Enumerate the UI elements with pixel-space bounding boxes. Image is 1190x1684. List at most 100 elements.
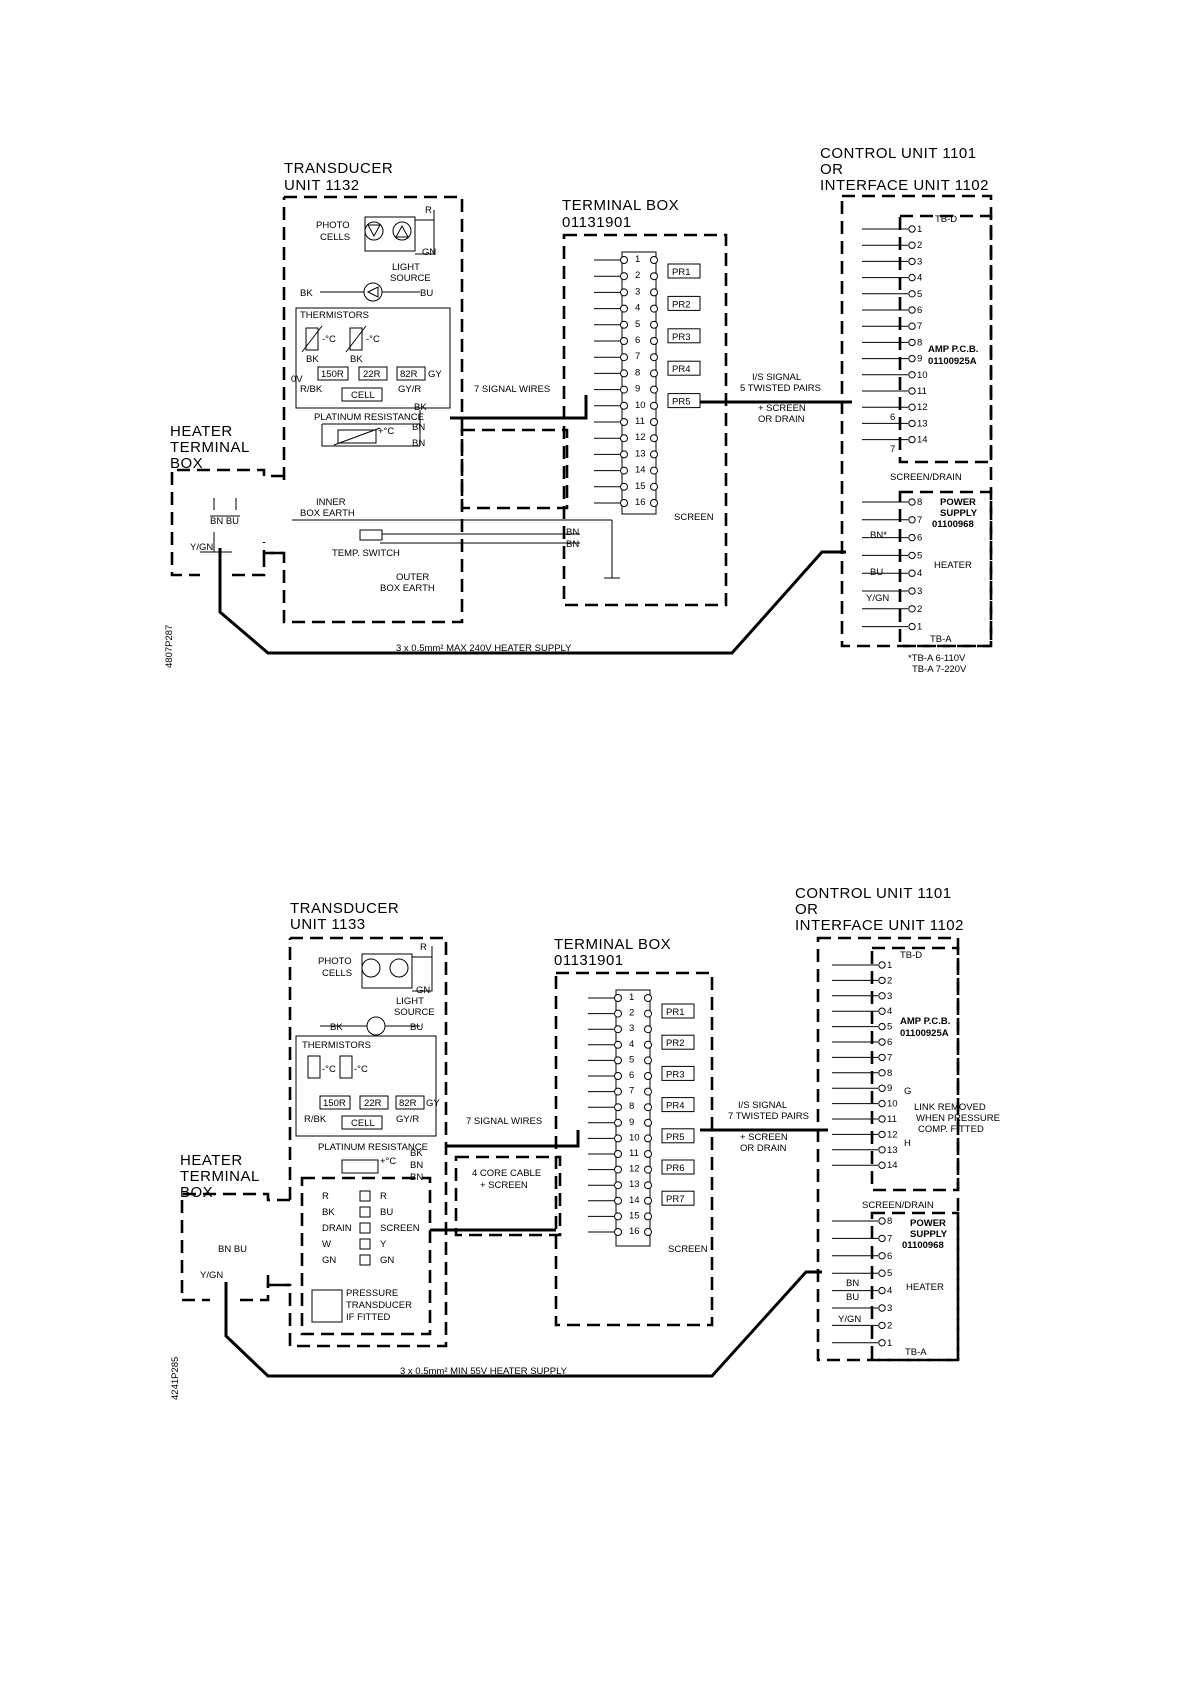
svg-text:GN: GN — [422, 247, 436, 258]
svg-text:BU: BU — [410, 1022, 423, 1033]
tbd-number: 13 — [917, 418, 928, 429]
control-unit-title: INTERFACE UNIT 1102 — [795, 917, 964, 934]
tb1-number: 12 — [635, 432, 646, 443]
tbd-terminal — [878, 1038, 886, 1046]
resistor-82r: 82R — [399, 1098, 417, 1109]
tb2-number: 5 — [629, 1054, 634, 1065]
tb1-number: 1 — [635, 254, 640, 265]
control-unit-title: CONTROL UNIT 1101 — [795, 885, 952, 902]
tb1-number: 14 — [635, 465, 646, 476]
tba-terminal — [878, 1304, 886, 1312]
tb2-terminal — [614, 1040, 622, 1049]
tbd-terminal — [908, 354, 916, 363]
svg-text:BN BU: BN BU — [218, 1244, 247, 1255]
tbd-terminal — [908, 290, 916, 298]
tb1-terminal — [650, 385, 658, 394]
pair-box — [661, 1065, 695, 1081]
screen-label: SCREEN — [668, 1244, 708, 1255]
link-note: WHEN PRESSURE — [916, 1113, 1000, 1124]
tb1-terminal — [620, 434, 628, 443]
tb2-terminal — [614, 1196, 622, 1205]
tbd-terminal — [908, 241, 916, 249]
tb1-terminal — [650, 369, 658, 378]
tbd-terminal — [878, 1115, 886, 1123]
svg-text:BK: BK — [350, 354, 363, 365]
tba-note: *TB-A 6-110V — [908, 653, 966, 664]
photo-cells-label: CELLS — [322, 968, 352, 979]
pair-box — [661, 1128, 695, 1144]
svg-text:BK: BK — [410, 1148, 423, 1159]
tb1-terminal — [650, 304, 658, 313]
is-signal-label: 7 TWISTED PAIRS — [728, 1111, 809, 1122]
tbd-number: 8 — [887, 1068, 892, 1079]
tba-number: 5 — [917, 550, 922, 561]
inner-box — [460, 428, 569, 510]
transducer-enclosure — [262, 195, 464, 624]
tba-terminal — [908, 551, 916, 560]
tb2-terminal — [614, 1165, 622, 1174]
tba-terminal — [908, 622, 916, 631]
tbd-terminal — [878, 976, 886, 985]
tb1-terminal — [620, 385, 628, 394]
tb2-terminal — [644, 1040, 652, 1049]
pair-label: PR1 — [672, 267, 690, 278]
power-supply-label: 01100968 — [902, 1240, 944, 1251]
tbd-number: 4 — [887, 1006, 892, 1017]
terminal-box-enclosure — [554, 971, 714, 1327]
diagram-transducer-1132: TRANSDUCER UNIT 1132 TERMINAL BOX 011319… — [164, 145, 993, 675]
tb2-terminal — [614, 1212, 622, 1221]
tb1-terminal — [650, 499, 658, 507]
tba-terminal — [908, 605, 916, 613]
pt-wire-left: DRAIN — [322, 1223, 352, 1234]
tbd-terminal — [878, 1022, 886, 1031]
cell-label: CELL — [351, 390, 375, 401]
terminal-box-title: 01131901 — [562, 214, 632, 231]
tb2-terminal — [644, 994, 652, 1002]
tba-terminal — [878, 1269, 886, 1277]
svg-text:BK: BK — [306, 354, 319, 365]
svg-text:BU: BU — [870, 567, 883, 578]
tb1-terminal — [650, 450, 658, 459]
screen-label: SCREEN — [674, 512, 714, 523]
tbd-number: 9 — [887, 1083, 892, 1094]
pair-box — [661, 1003, 695, 1019]
tbd-number: 10 — [917, 370, 928, 381]
four-core-box — [454, 1155, 562, 1237]
tb1-terminal — [620, 499, 628, 507]
pt-wire-left: W — [322, 1239, 331, 1250]
is-signal-label: + SCREEN — [740, 1132, 788, 1143]
heater-label: HEATER — [906, 1282, 944, 1293]
tb2-number: 15 — [629, 1210, 640, 1221]
amp-pcb-enclosure — [898, 214, 993, 464]
tba-note: TB-A 7-220V — [912, 664, 967, 675]
tb1-number: 13 — [635, 448, 646, 459]
tbd-number: 6 — [917, 305, 922, 316]
transducer-title: TRANSDUCER — [284, 160, 393, 177]
power-supply-enclosure — [898, 490, 993, 648]
svg-text:0V: 0V — [291, 374, 303, 385]
tb1-number: 8 — [635, 367, 640, 378]
power-supply-enclosure — [870, 1211, 960, 1362]
tba-terminal — [878, 1217, 886, 1225]
tbd-terminal — [878, 961, 886, 969]
is-signal-label: I/S SIGNAL — [738, 1100, 787, 1111]
tb2-number: 7 — [629, 1086, 634, 1097]
light-source-label: LIGHT — [392, 262, 420, 273]
tb2-terminal — [614, 1228, 622, 1236]
tbd-terminal — [908, 419, 916, 428]
tb1-terminal — [620, 482, 628, 491]
heater-supply-label: 3 x 0.5mm² MAX 240V HEATER SUPPLY — [396, 643, 572, 654]
svg-text:BN: BN — [566, 527, 579, 538]
tb2-terminal — [644, 1181, 652, 1190]
tb2-number: 13 — [629, 1179, 640, 1190]
tba-number: 4 — [887, 1286, 892, 1297]
pair-box — [667, 295, 701, 311]
resistor-150r: 150R — [323, 1098, 346, 1109]
power-supply-label: POWER — [910, 1218, 946, 1229]
tba-label: TB-A — [905, 1347, 927, 1358]
svg-text:+°C: +°C — [378, 426, 394, 437]
tbd-number: 7 — [887, 1052, 892, 1063]
tb1-terminal — [650, 418, 658, 426]
tbd-terminal — [878, 1161, 886, 1169]
tba-terminal — [908, 516, 916, 524]
